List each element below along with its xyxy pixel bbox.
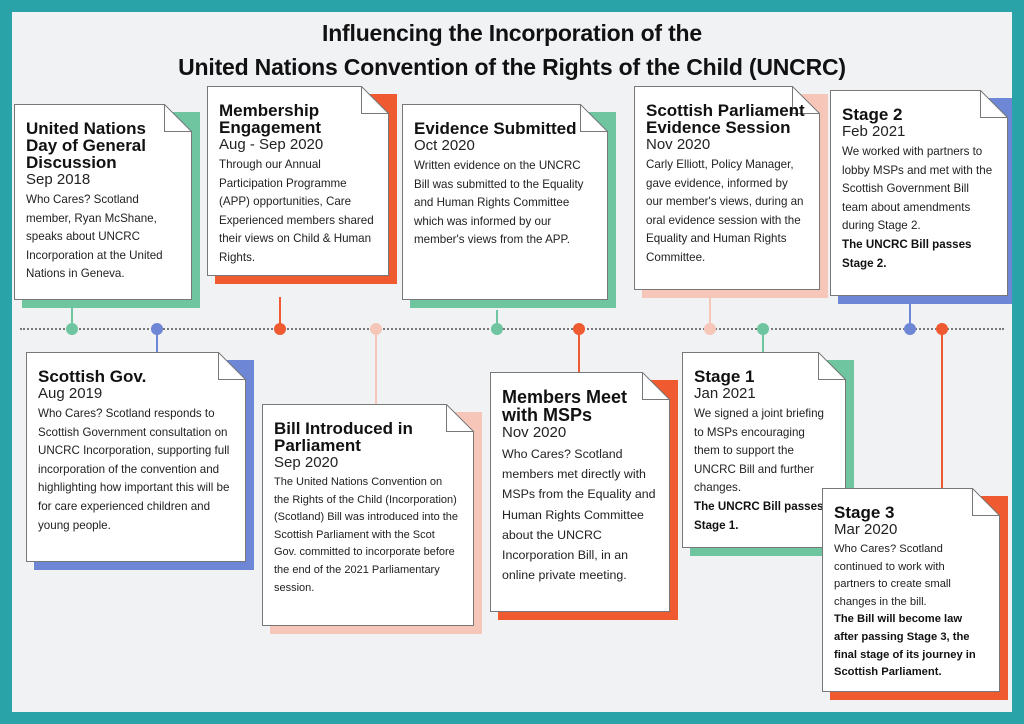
event-card-stage-3: Stage 3 Mar 2020 Who Cares? Scotland con… bbox=[822, 488, 1008, 700]
event-title: Scottish Parliament Evidence Session bbox=[646, 101, 805, 137]
page-fold-icon bbox=[792, 86, 820, 114]
card-paper bbox=[830, 90, 1008, 296]
event-description: Who Cares? Scotland continued to work wi… bbox=[834, 543, 951, 608]
event-date: Feb 2021 bbox=[842, 123, 906, 140]
connector-scottish-gov bbox=[156, 328, 158, 366]
card-paper bbox=[402, 104, 608, 300]
timeline-dot-bill-introduced bbox=[370, 323, 382, 335]
event-card-bill-introduced: Bill Introduced in Parliament Sep 2020 T… bbox=[262, 404, 482, 634]
event-card-evidence-submitted: Evidence Submitted Oct 2020 Written evid… bbox=[402, 104, 616, 308]
event-card-membership-engagement: Membership Engagement Aug - Sep 2020 Thr… bbox=[207, 86, 397, 284]
timeline-dot-evidence-session bbox=[704, 323, 716, 335]
event-card-scottish-gov: Scottish Gov. Aug 2019 Who Cares? Scotla… bbox=[26, 352, 254, 570]
page-fold-icon bbox=[446, 404, 474, 432]
connector-stage-1 bbox=[762, 328, 764, 354]
timeline-dot-membership-engagement bbox=[274, 323, 286, 335]
connector-bill-introduced bbox=[375, 328, 377, 404]
connector-un-day bbox=[71, 300, 73, 328]
event-date: Aug 2019 bbox=[38, 385, 103, 402]
event-card-un-day: United Nations Day of General Discussion… bbox=[14, 104, 200, 308]
event-title: Bill Introduced in Parliament bbox=[274, 419, 413, 455]
card-paper bbox=[822, 488, 1000, 692]
page-fold-icon bbox=[980, 90, 1008, 118]
event-description: Who Cares? Scotland responds to Scottish… bbox=[38, 407, 230, 532]
event-description: Through our Annual Participation Program… bbox=[219, 158, 374, 264]
event-date: Nov 2020 bbox=[646, 136, 711, 153]
page-fold-icon bbox=[164, 104, 192, 132]
event-date: Nov 2020 bbox=[502, 424, 567, 441]
event-card-stage-2: Stage 2 Feb 2021 We worked with partners… bbox=[830, 90, 1012, 304]
timeline-dot-un-day bbox=[66, 323, 78, 335]
card-paper bbox=[14, 104, 192, 300]
card-paper bbox=[207, 86, 389, 276]
event-title: Scottish Gov. bbox=[38, 367, 147, 386]
event-outcome: The UNCRC Bill passes Stage 2. bbox=[842, 237, 972, 270]
timeline-dot-stage-3 bbox=[936, 323, 948, 335]
event-title: Stage 1 bbox=[694, 367, 755, 386]
card-paper bbox=[26, 352, 246, 562]
timeline-axis bbox=[20, 328, 1004, 330]
event-description: Written evidence on the UNCRC Bill was s… bbox=[414, 159, 584, 247]
page-title-line-2: United Nations Convention of the Rights … bbox=[178, 54, 846, 80]
timeline-dot-stage-2 bbox=[904, 323, 916, 335]
event-description: Carly Elliott, Policy Manager, gave evid… bbox=[646, 158, 804, 264]
event-description: We signed a joint briefing to MSPs encou… bbox=[694, 407, 824, 495]
event-date: Sep 2020 bbox=[274, 454, 339, 471]
event-card-members-meet: Members Meet with MSPs Nov 2020 Who Care… bbox=[490, 372, 678, 620]
event-title: United Nations Day of General Discussion bbox=[26, 119, 146, 172]
event-title: Membership Engagement bbox=[219, 101, 322, 137]
event-date: Jan 2021 bbox=[694, 385, 756, 402]
page-fold-icon bbox=[218, 352, 246, 380]
page-fold-icon bbox=[361, 86, 389, 114]
event-date: Aug - Sep 2020 bbox=[219, 136, 324, 153]
connector-evidence-session bbox=[709, 298, 711, 328]
event-date: Mar 2020 bbox=[834, 521, 898, 538]
connector-members-meet bbox=[578, 328, 580, 373]
event-date: Oct 2020 bbox=[414, 137, 475, 154]
connector-membership-engagement bbox=[279, 297, 281, 328]
card-paper bbox=[634, 86, 820, 290]
timeline-dot-scottish-gov bbox=[151, 323, 163, 335]
page-fold-icon bbox=[580, 104, 608, 132]
event-outcome: The Bill will become law after passing S… bbox=[834, 613, 976, 679]
event-title: Evidence Submitted bbox=[414, 119, 577, 138]
timeline-dot-stage-1 bbox=[757, 323, 769, 335]
event-card-evidence-session: Scottish Parliament Evidence Session Nov… bbox=[634, 86, 828, 298]
connector-evidence-submitted bbox=[496, 310, 498, 328]
event-title: Stage 2 bbox=[842, 105, 903, 124]
page-fold-icon bbox=[818, 352, 846, 380]
card-paper bbox=[262, 404, 474, 626]
event-title: Stage 3 bbox=[834, 503, 895, 522]
card-paper bbox=[490, 372, 670, 612]
timeline-canvas: Influencing the Incorporation of the Uni… bbox=[12, 12, 1012, 712]
event-description: We worked with partners to lobby MSPs an… bbox=[842, 145, 993, 233]
page-fold-icon bbox=[972, 488, 1000, 516]
event-title: Members Meet with MSPs bbox=[502, 387, 628, 425]
event-date: Sep 2018 bbox=[26, 171, 91, 188]
page-title-line-1: Influencing the Incorporation of the bbox=[322, 20, 702, 46]
card-paper bbox=[682, 352, 846, 548]
page-fold-icon bbox=[642, 372, 670, 400]
connector-stage-3 bbox=[941, 328, 943, 488]
event-description: The United Nations Convention on the Rig… bbox=[274, 476, 459, 594]
event-outcome: The UNCRC Bill passes Stage 1. bbox=[694, 499, 824, 532]
event-description: Who Cares? Scotland member, Ryan McShane… bbox=[26, 193, 163, 281]
event-description: Who Cares? Scotland members met directly… bbox=[502, 447, 656, 583]
timeline-dot-members-meet bbox=[573, 323, 585, 335]
timeline-dot-evidence-submitted bbox=[491, 323, 503, 335]
connector-stage-2 bbox=[909, 302, 911, 328]
